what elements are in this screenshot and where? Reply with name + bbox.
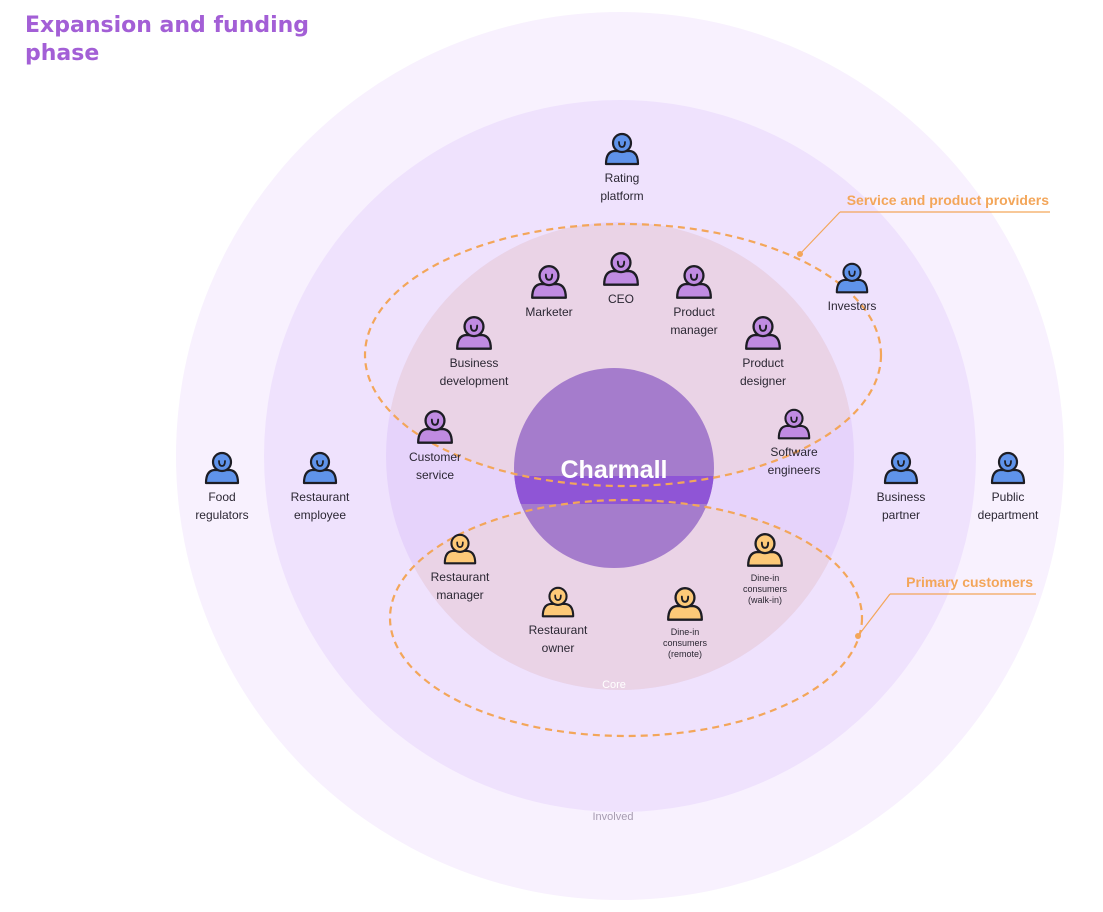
stakeholder-product-manager: Product manager	[670, 265, 718, 337]
stakeholder-marketer: Marketer	[525, 265, 573, 319]
person-icon	[456, 316, 492, 350]
person-icon	[667, 587, 703, 621]
person-icon	[204, 451, 240, 485]
service-group-fill	[386, 224, 854, 486]
stakeholder-public-department: Public department	[978, 451, 1039, 522]
stakeholder-label: Restaurant	[529, 623, 588, 637]
stakeholder-label: partner	[882, 508, 920, 522]
stakeholder-rating-platform: Rating platform	[600, 132, 644, 203]
stakeholder-label: service	[416, 468, 454, 482]
stakeholder-investors: Investors	[828, 262, 877, 313]
stakeholder-label: Software	[770, 445, 818, 459]
person-icon	[302, 451, 338, 485]
stakeholder-restaurant-employee: Restaurant employee	[291, 451, 350, 522]
stakeholder-product-designer: Product designer	[740, 316, 786, 388]
stakeholder-label: (walk-in)	[748, 595, 782, 605]
person-icon	[990, 451, 1026, 485]
person-icon	[541, 586, 575, 618]
stakeholder-label: CEO	[608, 292, 634, 306]
stakeholder-label: employee	[294, 508, 346, 522]
stakeholder-restaurant-manager: Restaurant manager	[431, 533, 490, 602]
stakeholder-label: Restaurant	[431, 570, 490, 584]
person-icon	[417, 410, 453, 444]
person-icon	[747, 533, 783, 567]
stakeholder-ceo: CEO	[603, 252, 639, 306]
stakeholder-label: manager	[670, 323, 717, 337]
stakeholder-restaurant-owner: Restaurant owner	[529, 586, 588, 655]
stakeholder-label: Product	[742, 356, 784, 370]
center-circle	[514, 368, 714, 568]
stakeholder-label: consumers	[663, 638, 708, 648]
involved-ring-label: Involved	[593, 811, 634, 823]
stakeholder-business-partner: Business partner	[877, 451, 926, 522]
stakeholder-food-regulators: Food regulators	[195, 451, 249, 522]
center-label: Charmall	[561, 456, 668, 484]
service-group-callout	[797, 211, 1050, 257]
stakeholder-label: Dine-in	[751, 573, 780, 583]
stakeholder-label: Product	[673, 305, 715, 319]
stakeholder-business-development: Business development	[440, 316, 509, 388]
stakeholder-label: designer	[740, 374, 786, 388]
core-ring-label: Core	[602, 679, 626, 691]
stakeholder-label: platform	[600, 189, 643, 203]
stakeholder-label: owner	[542, 641, 575, 655]
stakeholder-label: Dine-in	[671, 627, 700, 637]
stakeholder-label: Investors	[828, 299, 877, 313]
customers-group-callout	[855, 593, 1036, 639]
person-icon	[883, 451, 919, 485]
person-icon	[603, 252, 639, 286]
stakeholder-label: Customer	[409, 450, 461, 464]
stakeholder-label: regulators	[195, 508, 248, 522]
stakeholder-label: Public	[992, 490, 1025, 504]
stakeholder-label: development	[440, 374, 509, 388]
stakeholder-software-engineers: Software engineers	[768, 408, 821, 477]
stakeholder-label: manager	[436, 588, 483, 602]
stakeholder-label: (remote)	[668, 649, 702, 659]
stakeholder-label: engineers	[768, 463, 821, 477]
stakeholder-label: Rating	[605, 171, 640, 185]
service-group-outline	[363, 222, 883, 488]
stakeholder-customer-service: Customer service	[409, 410, 461, 482]
stakeholder-label: Restaurant	[291, 490, 350, 504]
person-icon	[443, 533, 477, 565]
stakeholder-label: department	[978, 508, 1039, 522]
customers-group-outline	[388, 498, 864, 738]
stakeholder-label: Business	[877, 490, 926, 504]
person-icon	[676, 265, 712, 299]
stakeholder-label: consumers	[743, 584, 788, 594]
customers-group-label: Primary customers	[906, 574, 1033, 590]
stakeholder-label: Marketer	[525, 305, 572, 319]
person-icon	[835, 262, 869, 294]
person-icon	[604, 132, 640, 166]
stakeholder-label: Food	[208, 490, 235, 504]
person-icon	[531, 265, 567, 299]
page-title: Expansion and funding phase	[25, 13, 310, 66]
stakeholder-label: Business	[450, 356, 499, 370]
person-icon	[745, 316, 781, 350]
person-icon	[777, 408, 811, 440]
service-group-label: Service and product providers	[847, 192, 1049, 208]
